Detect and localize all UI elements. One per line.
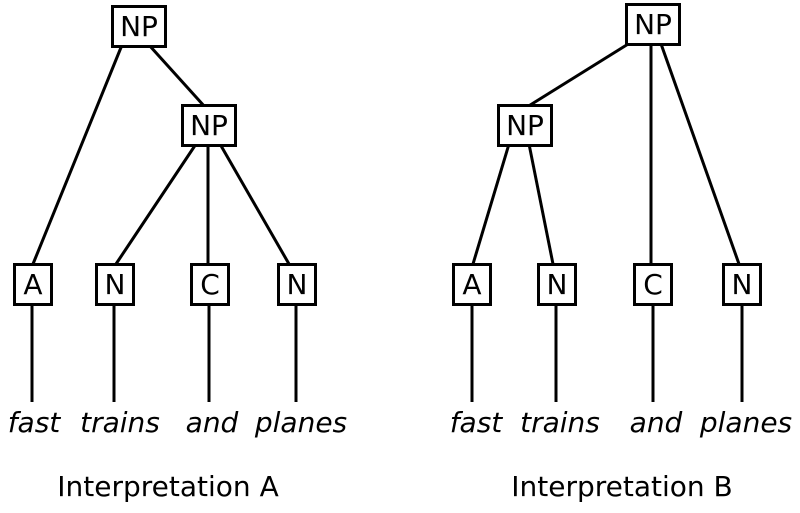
tree-b-inner-np-label: NP bbox=[506, 108, 544, 142]
tree-b-leaf-noun1-node: N bbox=[537, 263, 577, 306]
tree-b-word-trains: trains bbox=[520, 406, 600, 439]
edge-a-inner-to-noun2 bbox=[218, 143, 291, 265]
edge-a-root-to-adj bbox=[31, 44, 124, 265]
tree-a-leaf-noun1-node: N bbox=[95, 263, 135, 306]
tree-a-inner-np-node: NP bbox=[181, 104, 237, 147]
tree-a-root-np-node: NP bbox=[111, 5, 167, 48]
tree-b-leaf-conj-label: C bbox=[643, 267, 663, 301]
tree-a-leaf-noun1-label: N bbox=[104, 267, 126, 301]
tree-b-caption: Interpretation B bbox=[511, 470, 733, 503]
tree-a-word-fast: fast bbox=[7, 406, 61, 439]
tree-b-leaf-noun2-node: N bbox=[722, 263, 762, 306]
tree-a-leaf-conj-label: C bbox=[200, 267, 220, 301]
tree-a-word-and: and bbox=[185, 406, 239, 439]
edge-b-inner-to-adj bbox=[471, 143, 511, 265]
edge-b-root-to-noun2 bbox=[658, 40, 741, 265]
tree-a-word-planes: planes bbox=[254, 406, 348, 439]
tree-b-inner-np-node: NP bbox=[497, 104, 553, 147]
tree-b-root-np-label: NP bbox=[634, 7, 672, 41]
edge-a-root-to-inner bbox=[147, 43, 207, 109]
tree-a-leaf-adj-node: A bbox=[13, 263, 53, 306]
tree-a-caption: Interpretation A bbox=[57, 470, 279, 503]
tree-b-word-fast: fast bbox=[449, 406, 503, 439]
tree-b-leaf-noun2-label: N bbox=[731, 267, 753, 301]
tree-b-leaf-adj-node: A bbox=[452, 263, 492, 306]
edge-b-inner-to-noun1 bbox=[527, 143, 555, 265]
edge-a-inner-to-noun1 bbox=[114, 143, 198, 265]
tree-b-leaf-conj-node: C bbox=[633, 263, 673, 306]
edge-b-root-to-inner bbox=[526, 39, 634, 109]
tree-a-leaf-adj-label: A bbox=[23, 267, 43, 301]
tree-b-root-np-node: NP bbox=[625, 3, 681, 46]
tree-a-leaf-noun2-node: N bbox=[277, 263, 317, 306]
tree-a-root-np-label: NP bbox=[120, 9, 158, 43]
tree-b-leaf-adj-label: A bbox=[462, 267, 482, 301]
tree-a-leaf-conj-node: C bbox=[190, 263, 230, 306]
tree-a-leaf-noun2-label: N bbox=[286, 267, 308, 301]
tree-b-leaf-noun1-label: N bbox=[546, 267, 568, 301]
tree-a-inner-np-label: NP bbox=[190, 108, 228, 142]
tree-a-word-trains: trains bbox=[80, 406, 160, 439]
tree-b-word-planes: planes bbox=[699, 406, 793, 439]
tree-b-word-and: and bbox=[629, 406, 683, 439]
